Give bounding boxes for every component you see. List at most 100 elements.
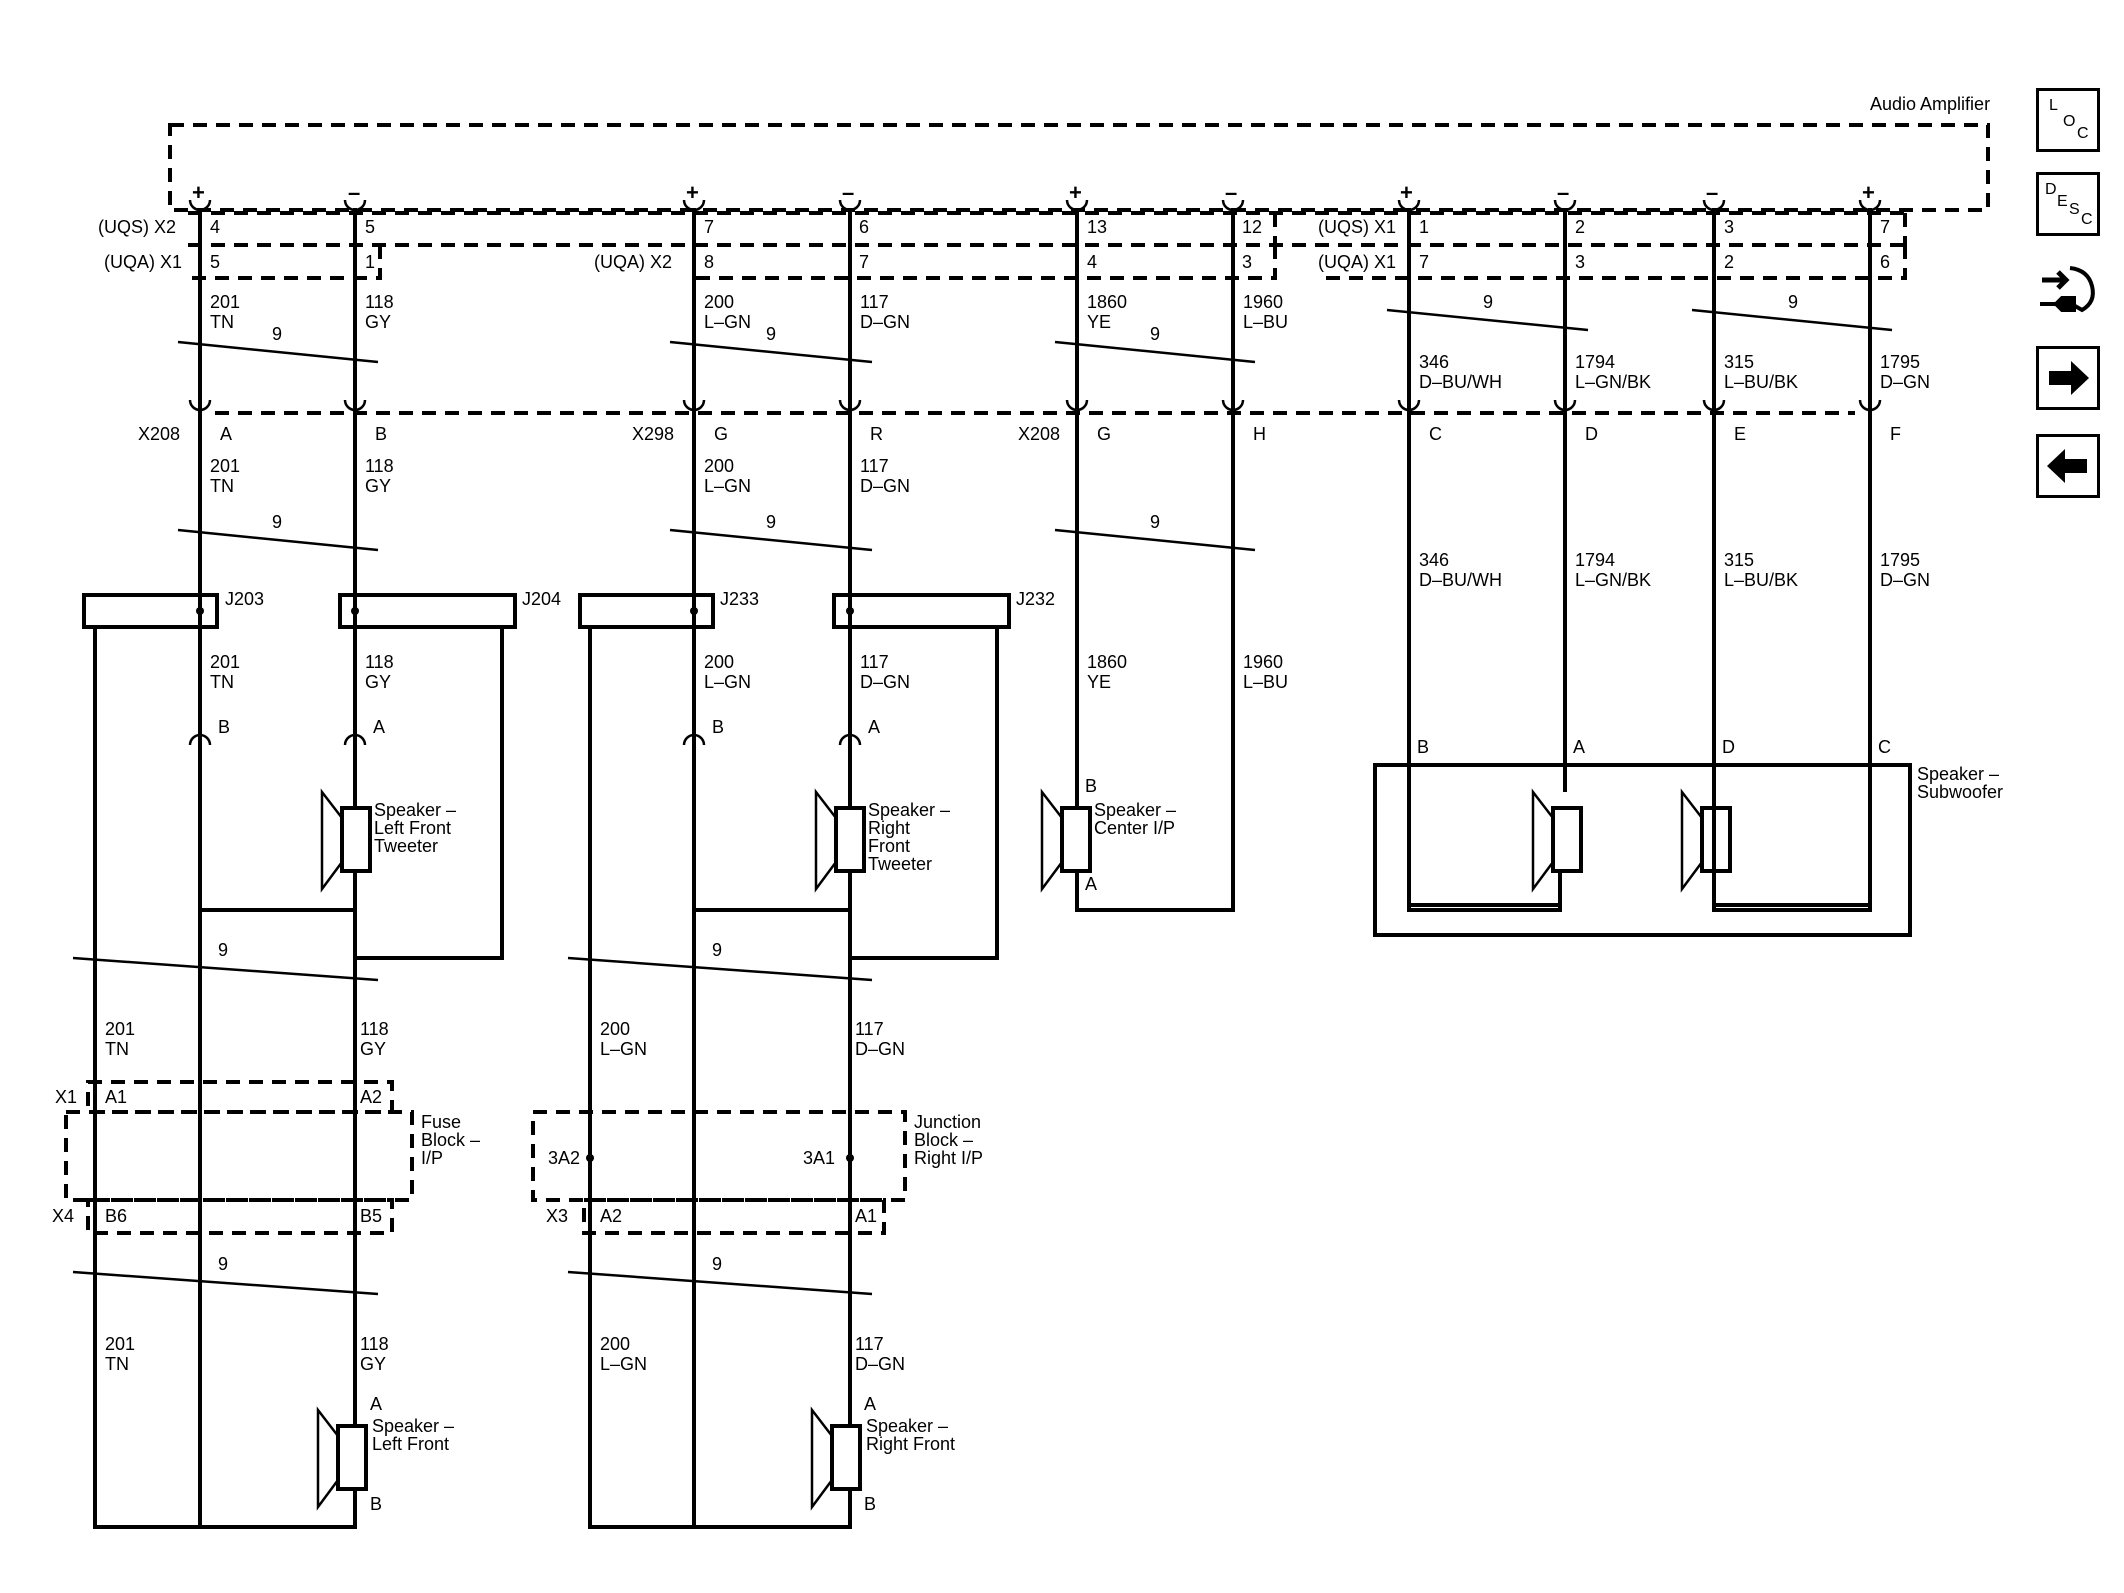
svg-text:118: 118 xyxy=(365,456,394,476)
svg-text:200: 200 xyxy=(704,456,734,476)
svg-text:7: 7 xyxy=(859,252,869,272)
svg-text:3: 3 xyxy=(1575,252,1585,272)
svg-text:4: 4 xyxy=(1087,252,1097,272)
speaker-left-front-label: Speaker – xyxy=(372,1416,454,1436)
term-a: A xyxy=(1085,874,1097,894)
fuse-x1-row xyxy=(86,1080,394,1114)
amp-pins-uqs: 4 5 7 6 13 12 1 2 3 7 xyxy=(210,217,1890,237)
amp-pins-uqa: 5 1 8 7 4 3 7 3 2 6 xyxy=(210,252,1890,272)
arrow-left-icon xyxy=(2047,449,2087,483)
polarity-minus: – xyxy=(1706,180,1718,205)
conn-x4: X4 xyxy=(52,1206,74,1226)
svg-text:117: 117 xyxy=(860,456,889,476)
svg-text:L–GN: L–GN xyxy=(704,672,751,692)
svg-text:346: 346 xyxy=(1419,352,1449,372)
speaker-right-front-label: Right Front xyxy=(866,1434,955,1454)
term-b: B xyxy=(1085,776,1097,796)
svg-text:G: G xyxy=(714,424,728,444)
svg-text:TN: TN xyxy=(105,1039,129,1059)
polarity-plus: + xyxy=(192,180,205,205)
svg-text:12: 12 xyxy=(1242,217,1262,237)
speaker-lf-tweeter-label: Left Front xyxy=(374,818,451,838)
svg-text:2: 2 xyxy=(1724,252,1734,272)
svg-text:H: H xyxy=(1253,424,1266,444)
speaker-right-front-label: Speaker – xyxy=(866,1416,948,1436)
svg-text:TN: TN xyxy=(105,1354,129,1374)
desc-letter: E xyxy=(2057,193,2068,210)
junction-x3-row xyxy=(582,1198,886,1235)
term-a1: A1 xyxy=(855,1206,877,1226)
speaker-rf-tweeter-label: Front xyxy=(868,836,910,856)
svg-text:C: C xyxy=(1429,424,1442,444)
svg-text:F: F xyxy=(1890,424,1901,444)
svg-text:7: 7 xyxy=(1419,252,1429,272)
svg-text:E: E xyxy=(1734,424,1746,444)
svg-text:2: 2 xyxy=(1575,217,1585,237)
svg-text:3: 3 xyxy=(1242,252,1252,272)
svg-text:GY: GY xyxy=(360,1039,386,1059)
term-b: B xyxy=(864,1494,876,1514)
desc-button[interactable]: D E S C xyxy=(2036,172,2100,236)
svg-text:D–GN: D–GN xyxy=(860,672,910,692)
twisted-pair-marks: 9 9 9 9 9 9 9 9 9 9 9 9 xyxy=(72,292,1893,1296)
polarity-plus: + xyxy=(1069,180,1082,205)
loc-button[interactable]: L O C xyxy=(2036,88,2100,152)
conn-x3: X3 xyxy=(546,1206,568,1226)
polarity-minus: – xyxy=(1225,180,1237,205)
speaker-subwoofer-label: Speaker – xyxy=(1917,764,1999,784)
next-button[interactable] xyxy=(2036,346,2100,410)
desc-letter: S xyxy=(2069,201,2080,218)
svg-text:9: 9 xyxy=(712,1254,722,1274)
svg-text:TN: TN xyxy=(210,672,234,692)
amp-connector-rows xyxy=(188,211,1905,247)
svg-text:TN: TN xyxy=(210,476,234,496)
speaker-center-label: Speaker – xyxy=(1094,800,1176,820)
svg-text:315: 315 xyxy=(1724,352,1754,372)
term-b: B xyxy=(712,717,724,737)
svg-text:L–GN: L–GN xyxy=(600,1039,647,1059)
svg-text:L–BU: L–BU xyxy=(1243,312,1288,332)
speaker-center-label: Center I/P xyxy=(1094,818,1175,838)
polarity-minus: – xyxy=(842,180,854,205)
svg-text:1860: 1860 xyxy=(1087,652,1127,672)
svg-text:GY: GY xyxy=(365,672,391,692)
conn-x298: X298 xyxy=(632,424,674,444)
loc-letter: O xyxy=(2063,113,2076,130)
speaker-icon xyxy=(316,788,1732,1511)
svg-text:D–BU/WH: D–BU/WH xyxy=(1419,372,1502,392)
svg-text:118: 118 xyxy=(365,652,394,672)
svg-text:9: 9 xyxy=(1788,292,1798,312)
connector-tool-button[interactable] xyxy=(2036,258,2100,322)
svg-text:8: 8 xyxy=(704,252,714,272)
svg-text:5: 5 xyxy=(210,252,220,272)
conn-uqs-x1: (UQS) X1 xyxy=(1318,217,1396,237)
svg-text:B: B xyxy=(375,424,387,444)
term-a: A xyxy=(373,717,385,737)
speaker-lf-tweeter-label: Speaker – xyxy=(374,800,456,820)
fuse-block-label: Block – xyxy=(421,1130,480,1150)
junction-block-label: Junction xyxy=(914,1112,981,1132)
label-j203: J203 xyxy=(225,589,264,609)
loop-left xyxy=(93,628,357,1529)
term-b: B xyxy=(370,1494,382,1514)
junction-block-outline xyxy=(531,1110,907,1202)
svg-text:D–GN: D–GN xyxy=(855,1039,905,1059)
term-b: B xyxy=(1417,737,1429,757)
fuse-block-label: I/P xyxy=(421,1148,443,1168)
previous-button[interactable] xyxy=(2036,434,2100,498)
svg-text:1795: 1795 xyxy=(1880,352,1920,372)
loop-right xyxy=(588,628,852,1529)
audio-amplifier-label: Audio Amplifier xyxy=(1870,94,1990,114)
svg-text:G: G xyxy=(1097,424,1111,444)
loc-letter: C xyxy=(2077,125,2089,142)
svg-text:D–BU/WH: D–BU/WH xyxy=(1419,570,1502,590)
svg-text:1860: 1860 xyxy=(1087,292,1127,312)
svg-text:9: 9 xyxy=(766,512,776,532)
conn-uqa-x2: (UQA) X2 xyxy=(594,252,672,272)
svg-text:7: 7 xyxy=(704,217,714,237)
svg-text:D–GN: D–GN xyxy=(860,476,910,496)
subwoofer-inner xyxy=(1407,768,1872,907)
svg-text:4: 4 xyxy=(210,217,220,237)
svg-text:TN: TN xyxy=(210,312,234,332)
